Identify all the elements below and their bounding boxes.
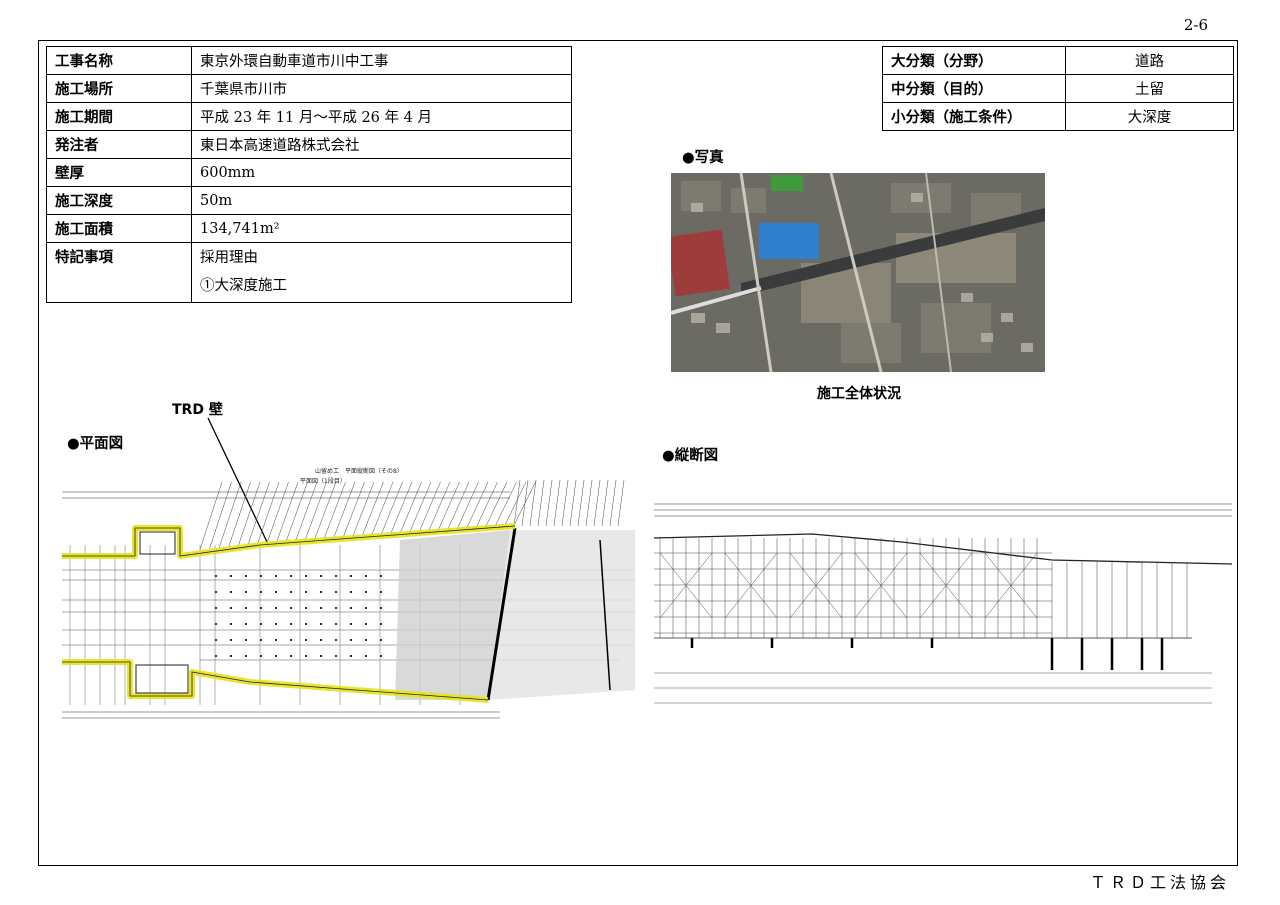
special-line: ①大深度施工	[200, 278, 287, 294]
class-value: 道路	[1065, 46, 1234, 75]
photo-label: ●写真	[682, 150, 724, 166]
class-row: 大分類（分野）道路	[882, 46, 1234, 75]
classification-table: 大分類（分野）道路 中分類（目的）土留 小分類（施工条件）大深度	[882, 46, 1234, 131]
page-number: 2-6	[1183, 16, 1208, 34]
page-frame	[38, 40, 1238, 866]
class-key: 大分類（分野）	[882, 46, 1066, 75]
info-row: 工事名称東京外環自動車道市川中工事	[46, 46, 572, 75]
info-key: 施工面積	[46, 214, 192, 243]
special-line: 採用理由	[200, 250, 258, 266]
info-key: 工事名称	[46, 46, 192, 75]
info-key: 壁厚	[46, 158, 192, 187]
photo-caption: 施工全体状況	[817, 386, 901, 402]
info-key: 施工期間	[46, 102, 192, 131]
class-row: 小分類（施工条件）大深度	[882, 102, 1234, 131]
info-value: 600mm	[191, 158, 572, 187]
special-key: 特記事項	[55, 250, 113, 266]
plan-label: ●平面図	[67, 436, 124, 452]
project-info-table: 工事名称東京外環自動車道市川中工事 施工場所千葉県市川市 施工期間平成 23 年…	[46, 46, 572, 303]
section-label: ●縦断図	[662, 448, 719, 464]
info-key: 施工深度	[46, 186, 192, 215]
info-value: 東京外環自動車道市川中工事	[191, 46, 572, 75]
info-key: 施工場所	[46, 74, 192, 103]
info-row-special: 特記事項 採用理由 ①大深度施工	[46, 242, 572, 303]
info-value: 50m	[191, 186, 572, 215]
info-value: 採用理由 ①大深度施工	[191, 242, 572, 303]
info-value: 平成 23 年 11 月～平成 26 年 4 月	[191, 102, 572, 131]
class-key: 小分類（施工条件）	[882, 102, 1066, 131]
footer-association: ＴＲＤ工法協会	[1089, 873, 1230, 892]
section-drawing	[653, 503, 1233, 704]
class-value: 大深度	[1065, 102, 1234, 131]
aerial-photo	[671, 173, 1045, 372]
info-row: 施工期間平成 23 年 11 月～平成 26 年 4 月	[46, 102, 572, 131]
info-key: 発注者	[46, 130, 192, 159]
plan-drawing-title: 山留め工 平面縦断図（その8）	[315, 467, 403, 475]
info-row: 発注者東日本高速道路株式会社	[46, 130, 572, 159]
plan-drawing-subtitle: 平面図（1段目）	[300, 477, 346, 485]
trd-wall-callout: TRD 壁	[172, 402, 223, 418]
